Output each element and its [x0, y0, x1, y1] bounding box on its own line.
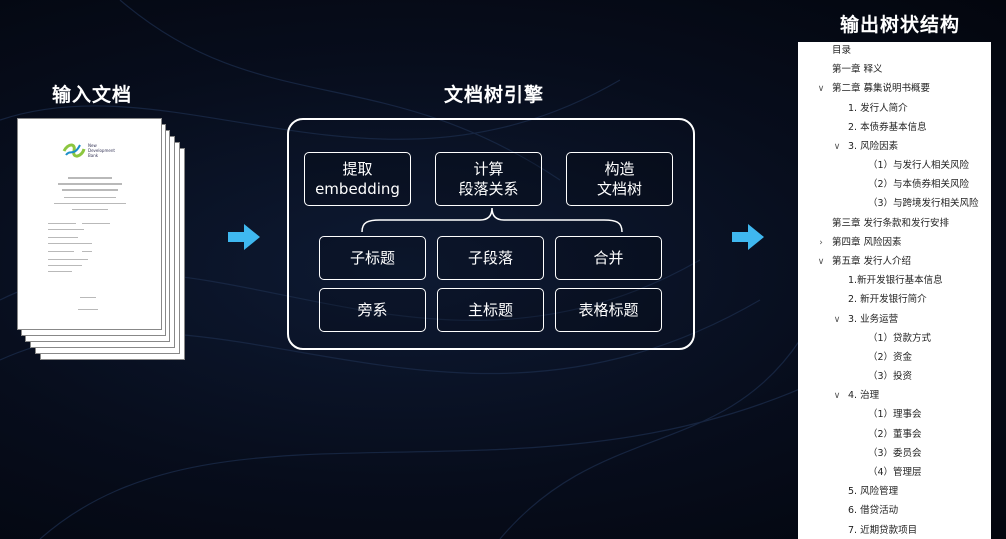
input-document-title: 输入文档	[52, 84, 133, 106]
chevron-down-icon: ∨	[833, 391, 841, 401]
main-title-node: 主标题	[437, 288, 544, 332]
bank-logo-icon	[62, 143, 86, 158]
grouping-brace	[361, 207, 623, 233]
flow-arrow-icon	[228, 224, 260, 250]
subparagraph-node: 子段落	[437, 236, 544, 280]
bank-name-text: New Development Bank	[88, 143, 115, 158]
doc-tree-engine-title: 文档树引擎	[444, 84, 545, 106]
chevron-right-icon: ›	[819, 238, 823, 248]
subtitle-node: 子标题	[319, 236, 426, 280]
flow-arrow-icon	[732, 224, 764, 250]
document-page-front: New Development Bank	[17, 118, 162, 330]
engine-container	[287, 118, 695, 350]
collateral-node: 旁系	[319, 288, 426, 332]
chevron-down-icon: ∨	[817, 257, 825, 267]
chevron-down-icon: ∨	[833, 142, 841, 152]
merge-node: 合并	[555, 236, 662, 280]
extract-embedding-step: 提取 embedding	[304, 152, 411, 206]
table-title-node: 表格标题	[555, 288, 662, 332]
output-tree-title: 输出树状结构	[840, 14, 961, 36]
build-document-tree-step: 构造 文档树	[566, 152, 673, 206]
chevron-down-icon: ∨	[817, 84, 825, 94]
output-tree-panel: 目录 第一章 释义 ∨第二章 募集说明书概要 1. 发行人简介 2. 本债券基本…	[798, 42, 991, 539]
chevron-down-icon: ∨	[833, 315, 841, 325]
compute-paragraph-relation-step: 计算 段落关系	[435, 152, 542, 206]
